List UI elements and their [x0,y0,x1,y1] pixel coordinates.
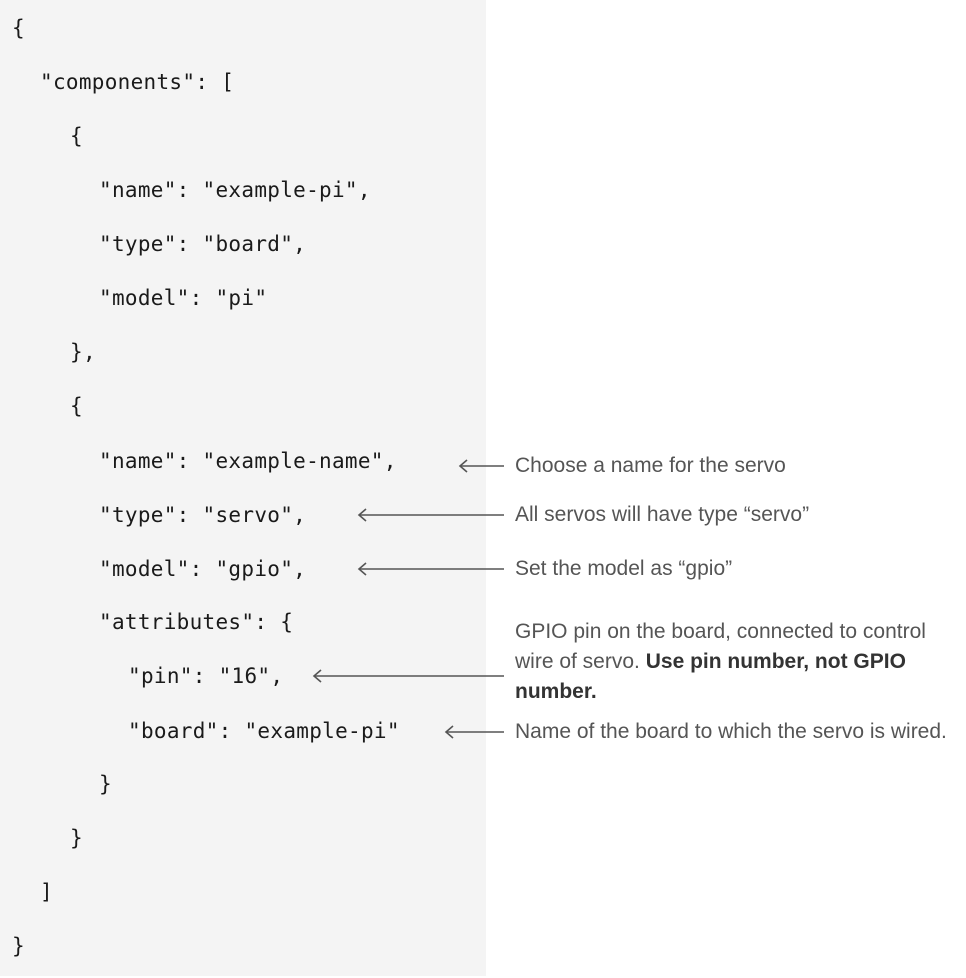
code-line: { [70,394,83,418]
code-line: "pin": "16", [128,664,284,688]
annotation-model: Set the model as “gpio” [515,557,733,580]
annotation-name: Choose a name for the servo [515,454,786,477]
code-line: "name": "example-name", [99,449,397,473]
code-line: "type": "servo", [99,503,307,527]
code-line: }, [70,340,96,364]
annotation-pin-warning: Use pin number, not GPIO number. [515,650,906,703]
code-line: ] [40,880,53,904]
code-line: } [70,826,83,850]
code-line: } [99,772,112,796]
arrow-left-icon [357,562,504,576]
arrow-left-icon [357,508,504,522]
arrow-left-icon [458,459,504,473]
code-line: "board": "example-pi" [128,719,400,743]
code-line: "name": "example-pi", [99,178,371,202]
code-line: "attributes": { [99,610,294,634]
arrow-left-icon [444,725,504,739]
code-line: "model": "gpio", [99,557,307,581]
arrow-left-icon [312,669,504,683]
code-line: { [12,16,25,40]
code-line: "components": [ [40,70,235,94]
code-line: "type": "board", [99,232,307,256]
code-line: "model": "pi" [99,286,268,310]
code-line: { [70,124,83,148]
code-panel [0,0,486,976]
annotation-board: Name of the board to which the servo is … [515,720,947,743]
annotation-pin: GPIO pin on the board, connected to cont… [515,617,960,707]
code-line: } [12,934,25,958]
annotation-type: All servos will have type “servo” [515,503,810,526]
annotation-pin-text: GPIO pin on the board, connected to cont… [515,620,926,673]
